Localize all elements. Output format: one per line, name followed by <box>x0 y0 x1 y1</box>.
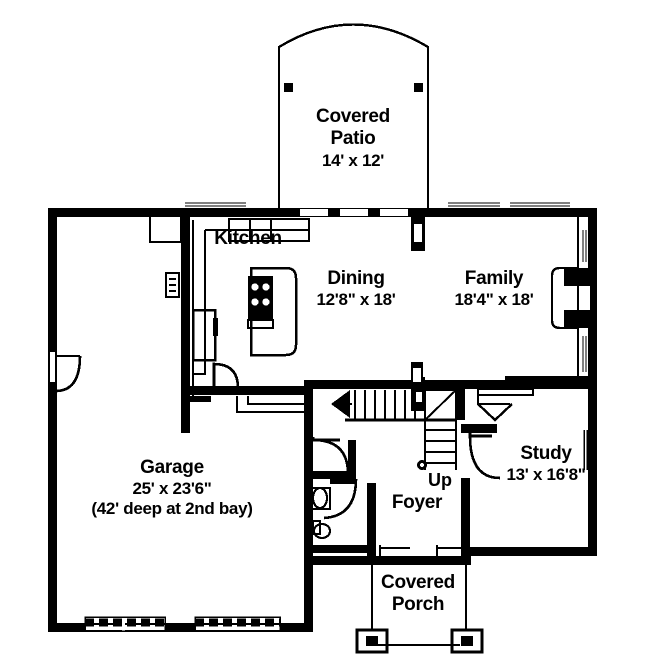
room-label-study: Study 13' x 16'8" <box>476 443 616 485</box>
room-label-garage: Garage 25' x 23'6" (42' deep at 2nd bay) <box>52 457 292 520</box>
room-name-covered-porch-line2: Porch <box>391 594 445 616</box>
covered-patio-outline <box>277 23 430 212</box>
room-dims-family: 18'4" x 18' <box>454 290 534 310</box>
room-name-family: Family <box>464 268 524 289</box>
powder-room <box>304 433 367 561</box>
garage-side-door <box>50 352 82 393</box>
room-dims-garage: 25' x 23'6" <box>132 479 212 499</box>
foyer-entry-doors <box>378 545 465 556</box>
stair-direction-label: Up <box>428 470 452 490</box>
family-right-windows <box>582 230 587 372</box>
room-label-kitchen: Kitchen <box>198 228 298 250</box>
room-name-kitchen: Kitchen <box>214 228 282 249</box>
room-name-covered-patio: Covered <box>316 106 390 127</box>
room-note-garage: (42' deep at 2nd bay) <box>91 499 253 519</box>
room-label-family: Family 18'4" x 18' <box>434 268 554 310</box>
patio-post-left <box>284 83 293 92</box>
kitchen-hall-walls <box>181 362 309 433</box>
interior-wall-segments <box>181 380 349 400</box>
room-label-dining: Dining 12'8" x 18' <box>296 268 416 310</box>
study-details <box>461 380 597 556</box>
room-dims-covered-patio: 14' x 12' <box>321 150 385 170</box>
kitchen-millwork <box>149 208 310 398</box>
room-label-foyer: Foyer <box>377 492 457 514</box>
room-name-foyer: Foyer <box>391 492 443 513</box>
room-name-covered-patio-line2: Patio <box>330 128 376 150</box>
family-fireplace <box>550 266 590 330</box>
patio-door-openings <box>300 209 408 216</box>
room-dims-dining: 12'8" x 18' <box>316 290 396 310</box>
room-name-covered-porch: Covered <box>381 572 455 593</box>
room-dims-study: 13' x 16'8" <box>506 465 586 485</box>
garage-overhead-doors <box>84 616 281 632</box>
room-name-dining: Dining <box>327 268 385 289</box>
stairs <box>331 380 465 470</box>
room-name-garage: Garage <box>140 457 204 478</box>
porch-posts <box>355 628 484 654</box>
hall-pier <box>411 362 423 392</box>
room-label-covered-patio: Covered Patio 14' x 12' <box>253 106 453 171</box>
patio-post-right <box>414 83 423 92</box>
top-wall-windows <box>185 202 570 207</box>
room-label-covered-porch: Covered Porch <box>358 572 478 617</box>
room-name-study: Study <box>520 443 572 464</box>
covered-porch-outline <box>371 565 467 646</box>
